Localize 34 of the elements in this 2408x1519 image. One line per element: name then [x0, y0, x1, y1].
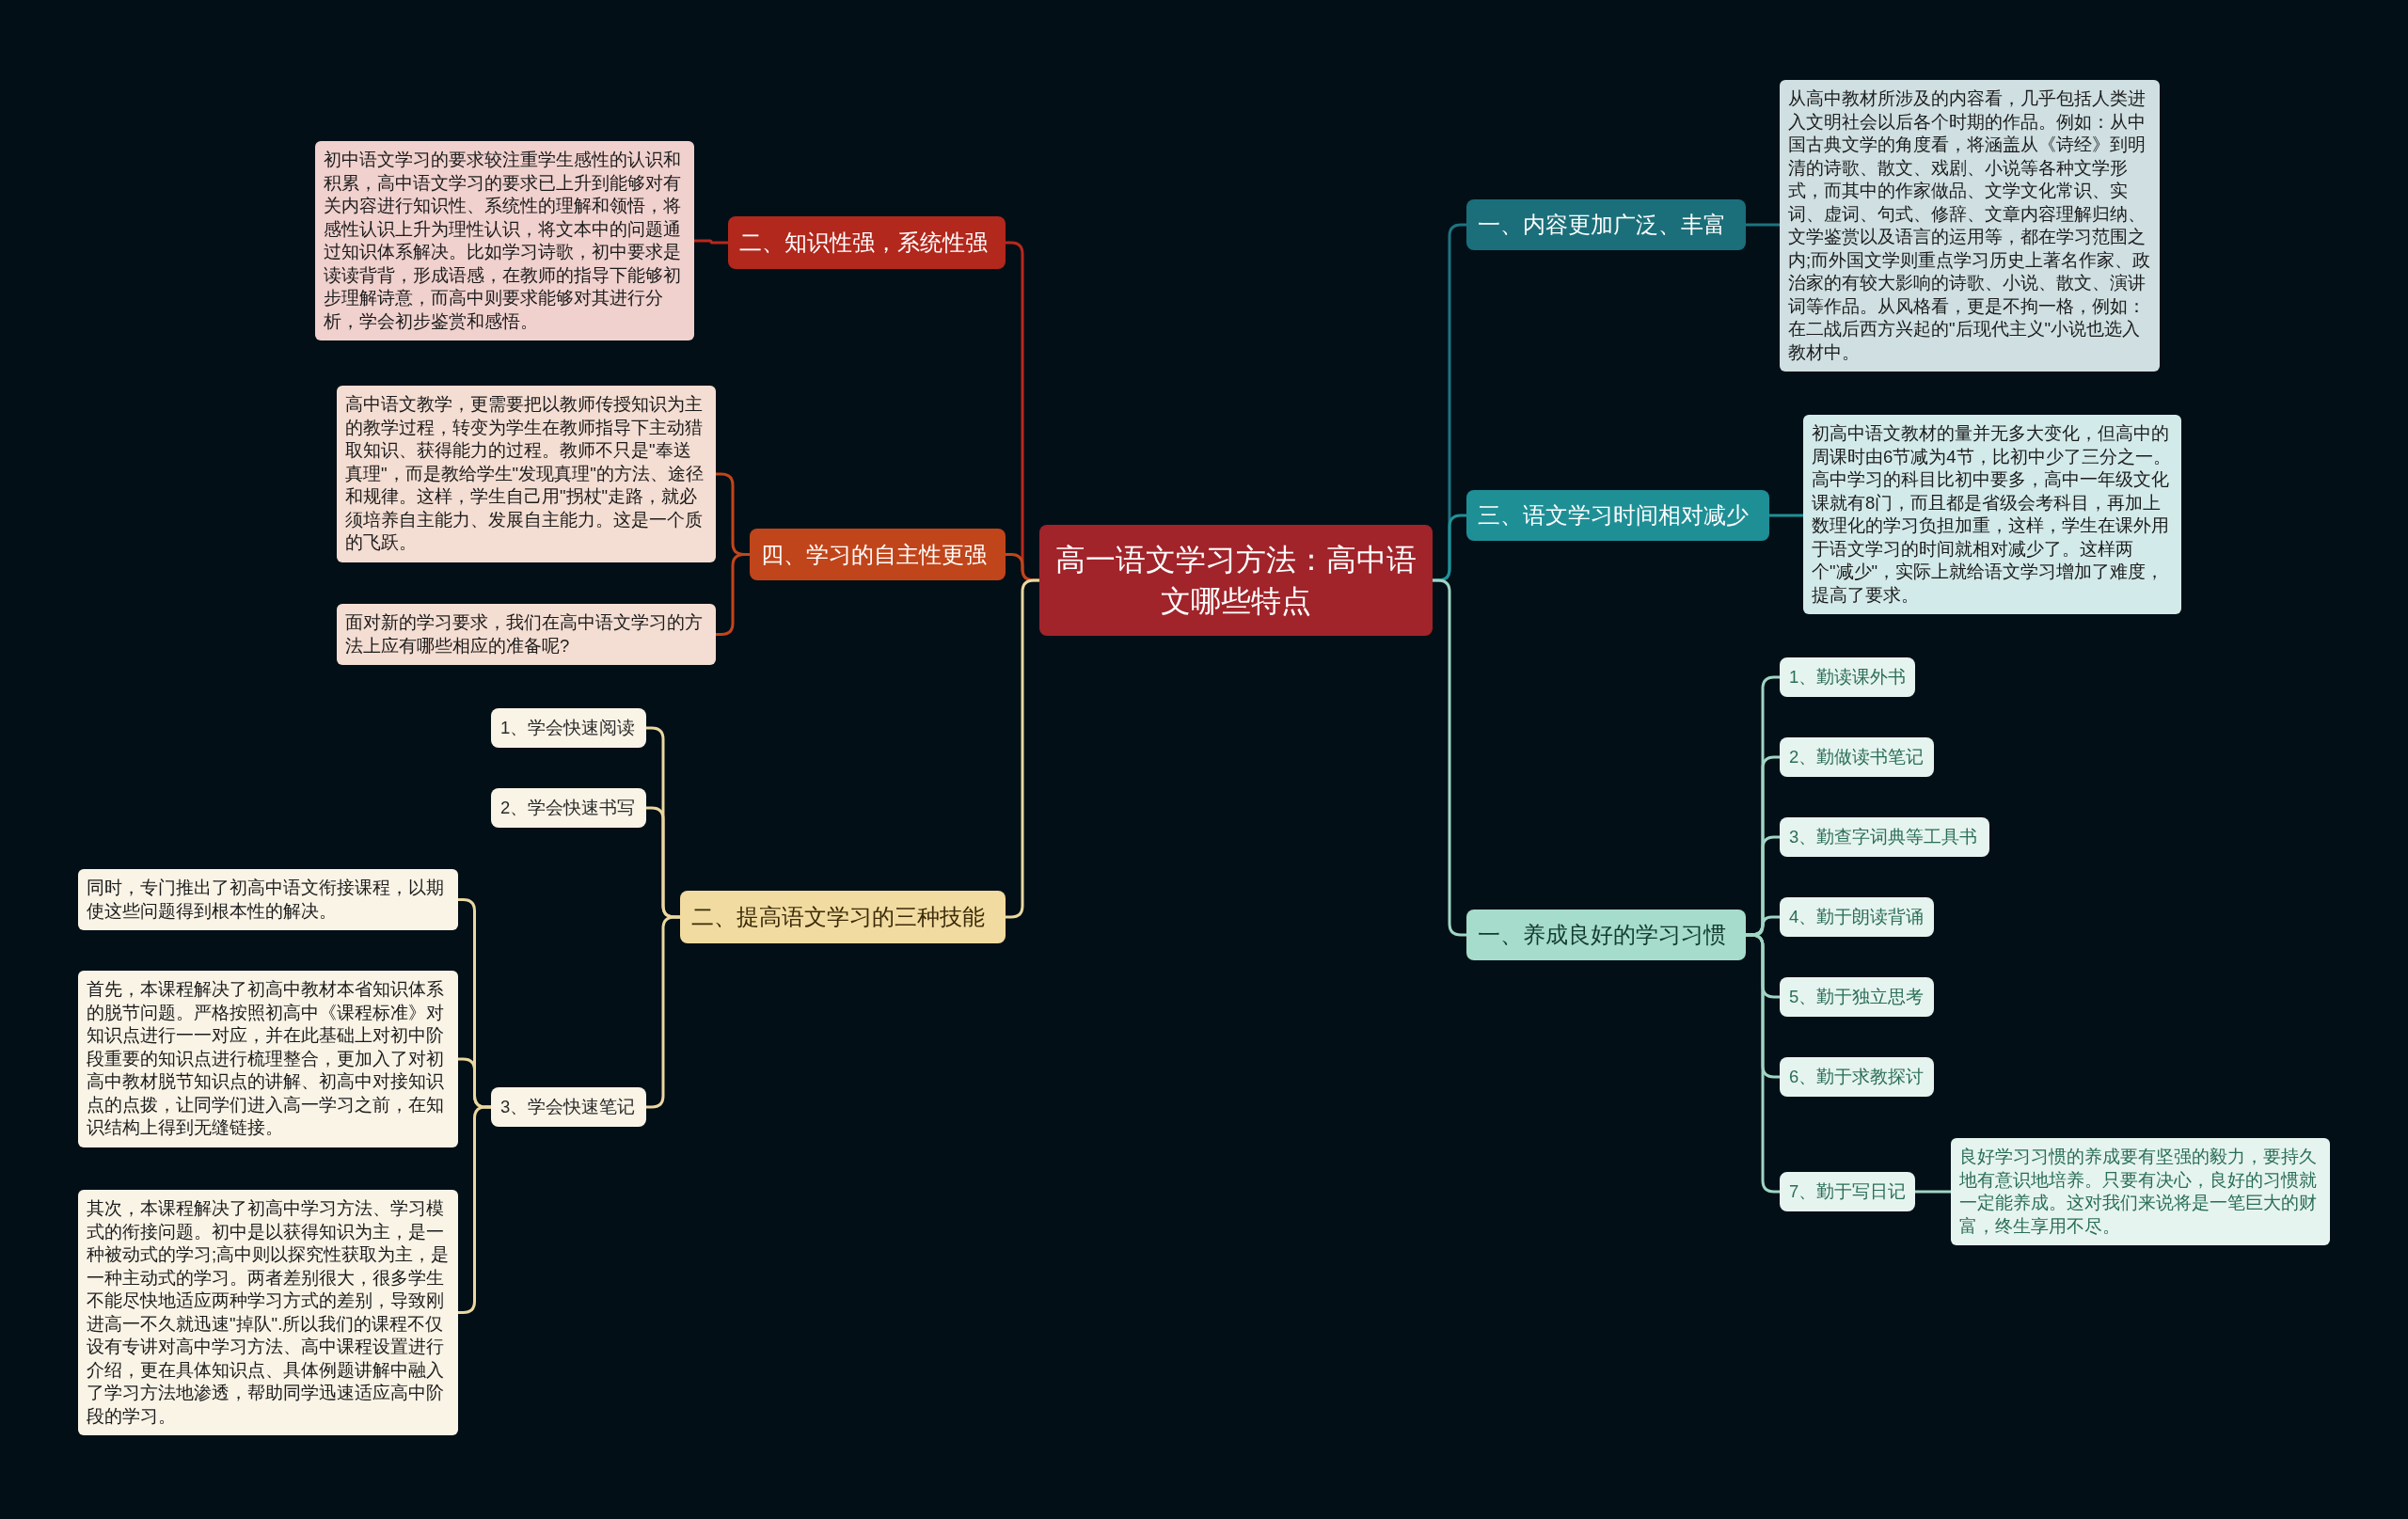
subtopic-box: 3、勤查字词典等工具书: [1780, 817, 1989, 857]
connector-line: [716, 553, 750, 636]
note-box: 面对新的学习要求，我们在高中语文学习的方法上应有哪些相应的准备呢?: [337, 604, 716, 665]
connector-line: [1769, 514, 1803, 517]
topic-box: 一、养成良好的学习习惯: [1466, 910, 1746, 960]
topic-box: 二、知识性强，系统性强: [728, 216, 1006, 269]
subtopic-box: 2、勤做读书笔记: [1780, 737, 1934, 777]
note-box: 同时，专门推出了初高中语文衔接课程，以期使这些问题得到根本性的解决。: [78, 869, 458, 930]
subtopic-box: 7、勤于写日记: [1780, 1172, 1915, 1211]
subtopic-box: 2、学会快速书写: [491, 788, 646, 828]
connector-line: [1433, 578, 1466, 937]
note-box: 从高中教材所涉及的内容看，几乎包括人类进入文明社会以后各个时期的作品。例如：从中国古典文学的角度看，将涵盖从《诗经》到明清的诗歌、散文、戏剧、小说等各种文学形式，而其中的作家做品、文学文化常识、实词、虚词、句式、修辞、文章内容理解归纳、文学鉴赏以及语言的运用等，都在学习范围之内;而外国文学则重点学习历史上著名作家、政治家的有较大影响的诗歌、小说、散文、演讲词等作品。从风格看，更是不拘一格，例如：在二战后西方兴起的"后现代主义"小说也选入教材中。: [1780, 80, 2160, 372]
connector-line: [1915, 1190, 1951, 1194]
subtopic-box: 4、勤于朗读背诵: [1780, 897, 1934, 937]
connector-line: [1746, 223, 1780, 227]
note-box: 首先，本课程解决了初高中教材本省知识体系的脱节问题。严格按照初高中《课程标准》对知识点进行一一对应，并在此基础上对初中阶段重要的知识点进行梳理整合，更加入了对初高中教材脱节知识点的讲解、初高中对接知识点的点拨，让同学们进入高一学习之前，在知识结构上得到无缝链接。: [78, 971, 458, 1147]
note-box: 其次，本课程解决了初高中学习方法、学习模式的衔接问题。初中是以获得知识为主，是一种被动式的学习;高中则以探究性获取为主，是一种主动式的学习。两者差别很大，很多学生不能尽快地适应两种学习方式的差别，导致刚进高一不久就迅速"掉队".所以我们的课程不仅设有专讲对高中学习方法、高中课程设置进行介绍，更在具体知识点、具体例题讲解中融入了学习方法地渗透，帮助同学迅速适应高中阶段的学习。: [78, 1190, 458, 1435]
topic-box: 四、学习的自主性更强: [750, 529, 1006, 580]
central-topic-box: 高一语文学习方法：高中语文哪些特点: [1039, 525, 1433, 636]
note-box: 初中语文学习的要求较注重学生感性的认识和积累，高中语文学习的要求已上升到能够对有关内容进行知识性、系统性的理解和领悟，将感性认识上升为理性认识，将文本中的问题通过知识体系解决。比如学习诗歌，初中要求是读读背背，形成语感，在教师的指导下能够初步理解诗意，而高中则要求能够对其进行分析，学会初步鉴赏和感悟。: [315, 141, 694, 340]
subtopic-box: 1、勤读课外书: [1780, 657, 1915, 697]
note-box: 高中语文教学，更需要把以教师传授知识为主的教学过程，转变为学生在教师指导下主动猎取知识、获得能力的过程。教师不只是"奉送真理"，而是教给学生"发现真理"的方法、途径和规律。这样，学生自己用"拐杖"走路，就必须培养自主能力、发展自主能力。这是一个质的飞跃。: [337, 386, 716, 562]
topic-box: 一、内容更加广泛、丰富: [1466, 199, 1746, 250]
subtopic-box: 5、勤于独立思考: [1780, 977, 1934, 1017]
connector-line: [694, 239, 728, 245]
connector-line: [1006, 578, 1039, 919]
note-box: 初高中语文教材的量并无多大变化，但高中的周课时由6节减为4节，比初中少了三分之一。高中学习的科目比初中要多，高中一年级文化课就有8门，而且都是省级会考科目，再加上数理化的学习负担加重，这样，学生在课外用于语文学习的时间就相对减少了。这样两个"减少"，实际上就给语文学习增加了难度，提高了要求。: [1803, 415, 2181, 614]
topic-box: 三、语文学习时间相对减少: [1466, 490, 1769, 541]
connector-line: [646, 915, 680, 1109]
note-box: 良好学习习惯的养成要有坚强的毅力，要持久地有意识地培养。只要有决心，良好的习惯就一定能养成。这对我们来说将是一笔巨大的财富，终生享用不尽。: [1951, 1138, 2330, 1245]
topic-box: 二、提高语文学习的三种技能: [680, 891, 1006, 943]
subtopic-box: 6、勤于求教探讨: [1780, 1057, 1934, 1097]
subtopic-box: 3、学会快速笔记: [491, 1087, 646, 1127]
subtopic-box: 1、学会快速阅读: [491, 708, 646, 748]
